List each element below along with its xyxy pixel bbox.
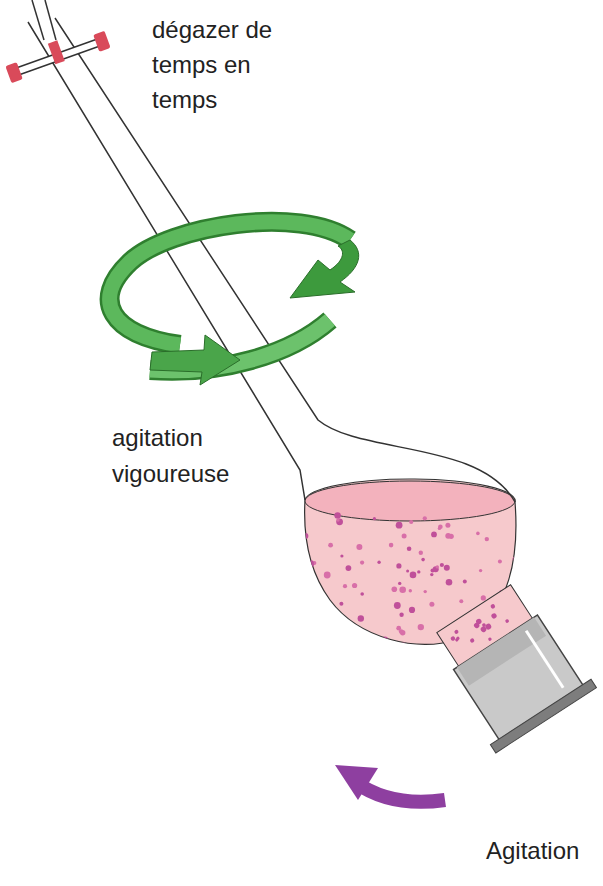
annotation-label: dégazer de temps en temps	[152, 12, 274, 117]
annotation-label: Agitation	[486, 836, 598, 866]
annotation-label: agitation vigoureuse	[112, 420, 262, 492]
rotation-arrow	[110, 222, 359, 385]
funnel-outline	[55, 18, 515, 502]
droplets	[298, 512, 519, 651]
stopper	[423, 576, 596, 753]
stopcock	[5, 0, 110, 142]
liquid-surface	[305, 481, 515, 521]
agitation-arrow	[335, 765, 445, 802]
